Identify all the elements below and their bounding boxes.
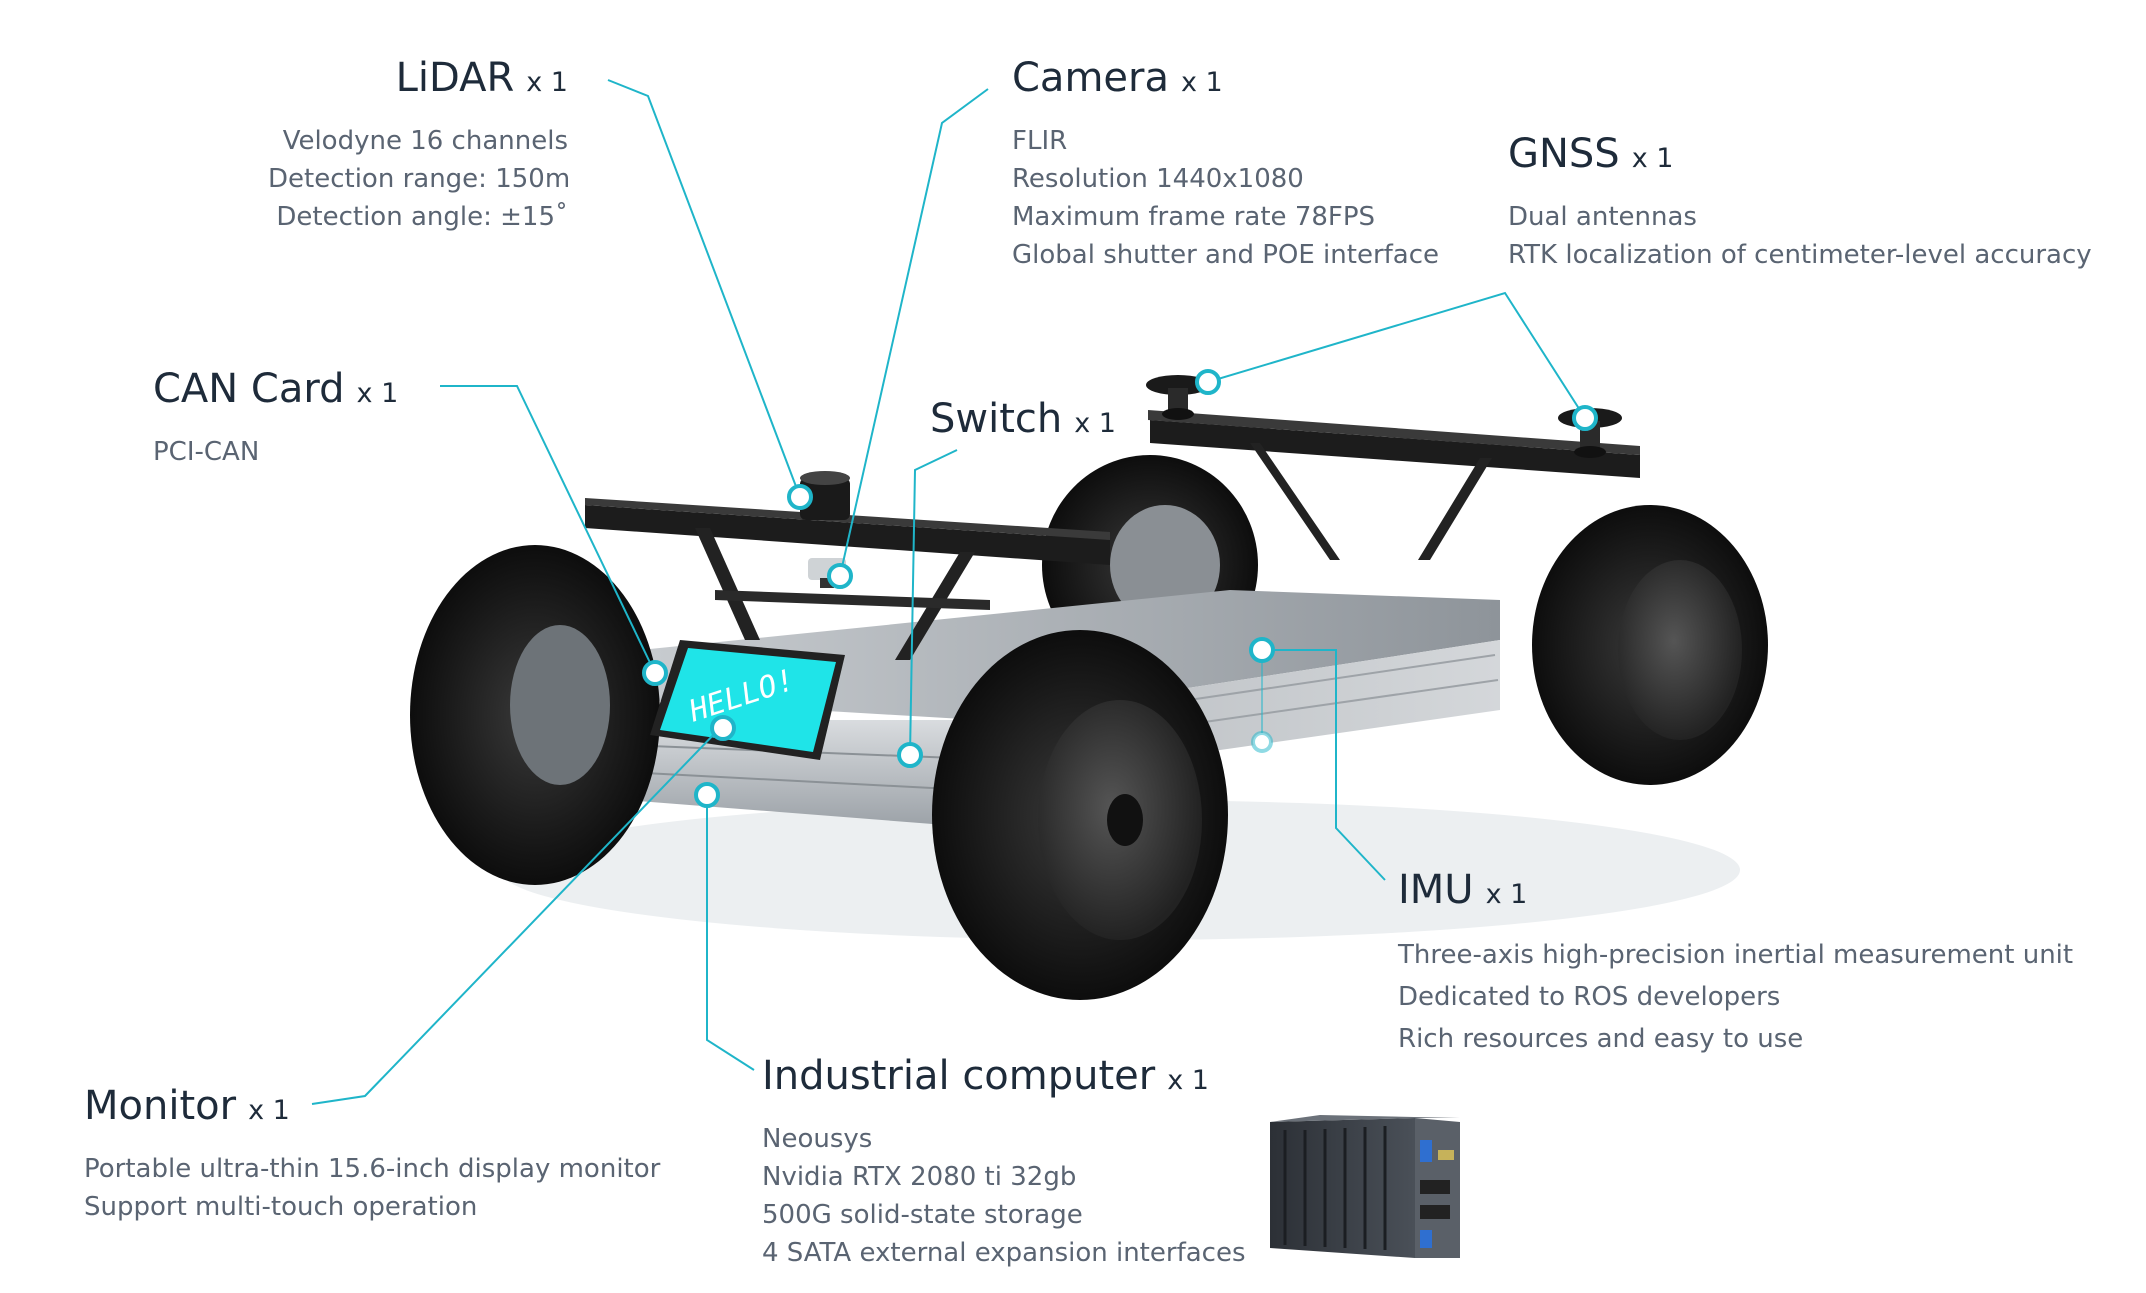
imu-marker-lower bbox=[1251, 731, 1273, 753]
can-card-callout: CAN Card x 1 PCI-CAN bbox=[153, 366, 398, 471]
switch-leader bbox=[909, 449, 958, 756]
lidar-marker bbox=[787, 484, 813, 510]
switch-name: Switch bbox=[930, 396, 1063, 442]
imu-callout: IMU x 1 Three-axis high-precision inertia… bbox=[1398, 867, 2073, 1060]
switch-marker bbox=[897, 742, 923, 768]
lidar-qty: x 1 bbox=[526, 67, 568, 98]
gnss-detail: Dual antennas bbox=[1508, 202, 1697, 232]
camera-name: Camera bbox=[1012, 55, 1169, 101]
can-card-qty: x 1 bbox=[356, 378, 399, 409]
can-card-name: CAN Card bbox=[153, 366, 345, 412]
camera-detail: FLIR bbox=[1012, 126, 1068, 156]
camera-callout: Camera x 1 FLIR Resolution 1440x1080 Maxi… bbox=[1012, 55, 1439, 274]
can-card-detail: PCI-CAN bbox=[153, 437, 260, 467]
switch-qty: x 1 bbox=[1074, 408, 1116, 439]
monitor-title: Monitor x 1 bbox=[84, 1083, 660, 1134]
computer-marker bbox=[694, 782, 720, 808]
callout-markers bbox=[642, 369, 1598, 808]
monitor-details: Portable ultra-thin 15.6-inch display mo… bbox=[84, 1150, 660, 1226]
gnss-marker-right bbox=[1572, 405, 1598, 431]
camera-marker bbox=[827, 563, 853, 589]
lidar-name: LiDAR bbox=[395, 55, 515, 101]
imu-detail: Dedicated to ROS developers bbox=[1398, 982, 1781, 1012]
gnss-detail: RTK localization of centimeter-level acc… bbox=[1508, 240, 2092, 270]
imu-title: IMU x 1 bbox=[1398, 867, 2073, 918]
gnss-name: GNSS bbox=[1508, 131, 1620, 177]
industrial-computer-image bbox=[1270, 1115, 1460, 1258]
gnss-qty: x 1 bbox=[1631, 143, 1674, 174]
gnss-marker-left bbox=[1195, 369, 1221, 395]
monitor-marker bbox=[710, 715, 736, 741]
can-card-marker bbox=[642, 660, 668, 686]
monitor-callout: Monitor x 1 Portable ultra-thin 15.6-inch… bbox=[84, 1083, 660, 1226]
monitor-qty: x 1 bbox=[248, 1095, 290, 1126]
switch-title: Switch x 1 bbox=[930, 396, 1116, 447]
rear-right-wheel bbox=[1532, 505, 1768, 785]
monitor-name: Monitor bbox=[84, 1083, 237, 1129]
can-card-leader bbox=[440, 385, 656, 674]
camera-qty: x 1 bbox=[1180, 67, 1223, 98]
camera-title: Camera x 1 bbox=[1012, 55, 1439, 106]
gnss-details: Dual antennas RTK localization of centim… bbox=[1508, 198, 2092, 274]
computer-leader bbox=[706, 795, 755, 1071]
imu-detail: Three-axis high-precision inertial measu… bbox=[1398, 940, 2074, 970]
computer-qty: x 1 bbox=[1167, 1065, 1209, 1096]
computer-detail: 500G solid-state storage bbox=[762, 1200, 1083, 1230]
gnss-leader bbox=[1207, 291, 1586, 419]
computer-detail: 4 SATA external expansion interfaces bbox=[762, 1238, 1246, 1268]
camera-detail: Global shutter and POE interface bbox=[1012, 240, 1440, 270]
lidar-leader bbox=[607, 79, 801, 498]
camera-leader bbox=[839, 88, 989, 577]
gnss-antenna-left bbox=[1146, 375, 1210, 420]
can-card-details: PCI-CAN bbox=[153, 433, 398, 471]
computer-callout: Industrial computer x 1 Neousys Nvidia RT… bbox=[762, 1053, 1246, 1272]
computer-name: Industrial computer bbox=[762, 1053, 1156, 1099]
lidar-title: LiDAR x 1 bbox=[268, 55, 568, 106]
callout-leader-lines bbox=[311, 79, 1586, 1105]
imu-detail: Rich resources and easy to use bbox=[1398, 1024, 1804, 1054]
switch-callout: Switch x 1 bbox=[930, 396, 1116, 447]
camera-details: FLIR Resolution 1440x1080 Maximum frame … bbox=[1012, 122, 1439, 274]
imu-marker bbox=[1249, 637, 1275, 663]
lidar-unit bbox=[800, 471, 850, 520]
lidar-detail: Detection angle: ±15˚ bbox=[276, 202, 568, 232]
lidar-details: Velodyne 16 channels Detection range: 15… bbox=[268, 122, 571, 236]
imu-qty: x 1 bbox=[1485, 879, 1528, 910]
imu-leader bbox=[1262, 649, 1386, 881]
gnss-callout: GNSS x 1 Dual antennas RTK localization o… bbox=[1508, 131, 2092, 274]
computer-detail: Nvidia RTX 2080 ti 32gb bbox=[762, 1162, 1077, 1192]
computer-title: Industrial computer x 1 bbox=[762, 1053, 1246, 1104]
lidar-callout: LiDAR x 1 Velodyne 16 channels Detection … bbox=[268, 55, 571, 236]
computer-details: Neousys Nvidia RTX 2080 ti 32gb 500G sol… bbox=[762, 1120, 1246, 1272]
can-card-title: CAN Card x 1 bbox=[153, 366, 398, 417]
gnss-rack bbox=[1148, 410, 1640, 560]
monitor-screen: HELLO! bbox=[650, 640, 845, 760]
lidar-detail: Velodyne 16 channels bbox=[282, 126, 568, 156]
computer-detail: Neousys bbox=[762, 1124, 873, 1154]
front-right-wheel bbox=[932, 630, 1228, 1000]
gnss-title: GNSS x 1 bbox=[1508, 131, 2092, 182]
imu-details: Three-axis high-precision inertial measu… bbox=[1398, 934, 2073, 1060]
monitor-detail: Portable ultra-thin 15.6-inch display mo… bbox=[84, 1154, 661, 1184]
monitor-detail: Support multi-touch operation bbox=[84, 1192, 478, 1222]
camera-detail: Maximum frame rate 78FPS bbox=[1012, 202, 1376, 232]
camera-detail: Resolution 1440x1080 bbox=[1012, 164, 1304, 194]
imu-name: IMU bbox=[1398, 867, 1474, 913]
lidar-detail: Detection range: 150m bbox=[268, 164, 571, 194]
monitor-leader bbox=[311, 727, 721, 1105]
front-rack bbox=[585, 498, 1110, 660]
front-left-wheel bbox=[410, 545, 660, 885]
